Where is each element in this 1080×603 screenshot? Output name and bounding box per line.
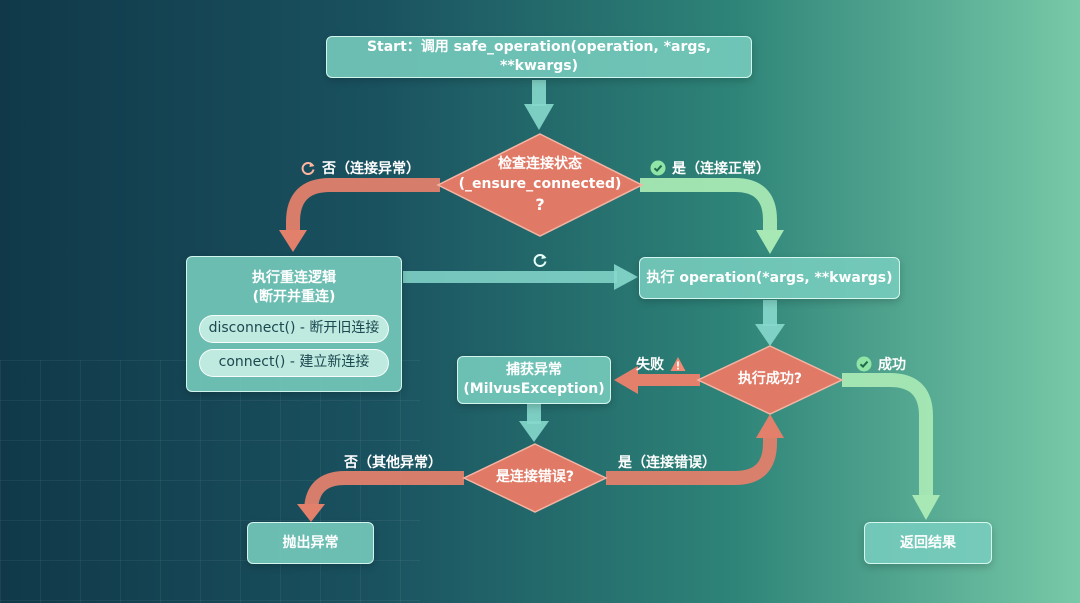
arrow-reconnect-to-execute [403, 264, 638, 290]
reconnect-sub: (断开并重连) [252, 288, 336, 305]
edge-label-success-text: 成功 [878, 357, 906, 373]
success-check-diamond [696, 345, 844, 415]
check-connection-question: ? [535, 195, 545, 215]
check-connection-diamond [436, 133, 644, 237]
arrow-conn-error-loop-back [606, 414, 784, 485]
arrow-other-error-to-throw [297, 471, 464, 522]
return-result-label: 返回结果 [900, 534, 956, 551]
reconnect-step-disconnect: disconnect() - 断开旧连接 [199, 314, 389, 343]
arrow-check-to-reconnect [279, 178, 440, 252]
conn-error-check-text: 是连接错误? [495, 469, 575, 486]
execute-node-label: 执行 operation(*args, **kwargs) [646, 269, 893, 286]
edge-label-success: 成功 [856, 354, 906, 374]
arrow-check-to-execute [640, 178, 784, 254]
return-result-node: 返回结果 [864, 522, 992, 564]
refresh-icon [533, 254, 547, 267]
edge-label-no-connection: 否（连接异常） [300, 158, 420, 178]
catch-exception-sub: (MilvusException) [463, 381, 605, 397]
start-node: Start：调用 safe_operation(operation, *args… [326, 36, 752, 78]
edge-label-fail-text: 失败 [636, 357, 664, 373]
success-check-text: 执行成功? [737, 371, 803, 388]
arrow-success-to-return [842, 373, 940, 520]
success-check-label: 执行成功? [712, 366, 828, 394]
throw-exception-label: 抛出异常 [282, 534, 339, 551]
edge-label-yes-conn-error-text: 是（连接错误） [618, 455, 716, 471]
arrow-start-to-check [524, 80, 554, 130]
check-connection-title: 检查连接状态 [498, 156, 582, 173]
catch-exception-node: 捕获异常 (MilvusException) [457, 356, 611, 404]
throw-exception-node: 抛出异常 [247, 522, 374, 564]
edge-label-no-other-text: 否（其他异常） [344, 455, 442, 471]
edge-label-yes-connection-text: 是（连接正常） [672, 161, 770, 177]
conn-error-check-diamond [462, 443, 608, 513]
check-connection-sub: (_ensure_connected) [458, 175, 622, 192]
check-circle-icon [856, 356, 872, 372]
reconnect-step-connect: connect() - 建立新连接 [199, 348, 389, 377]
check-circle-icon [650, 160, 666, 176]
reconnect-title: 执行重连逻辑 [252, 270, 336, 286]
edge-label-yes-connection: 是（连接正常） [650, 158, 770, 178]
edge-label-no-other: 否（其他异常） [344, 452, 442, 472]
edge-label-yes-conn-error: 是（连接错误） [618, 452, 716, 472]
catch-exception-title: 捕获异常 [506, 362, 562, 379]
warning-icon [670, 357, 686, 371]
conn-error-check-label: 是连接错误? [478, 464, 592, 492]
arrow-catch-to-conn-error-check [519, 404, 549, 442]
arrow-execute-to-success-check [755, 300, 785, 346]
check-connection-label: 检查连接状态 (_ensure_connected) ? [450, 152, 630, 220]
execute-node: 执行 operation(*args, **kwargs) [639, 257, 900, 299]
edge-label-no-connection-text: 否（连接异常） [322, 161, 420, 177]
refresh-icon [301, 162, 315, 175]
start-node-label: Start：调用 safe_operation(operation, *args… [366, 39, 712, 74]
edge-label-fail: 失败 [636, 354, 686, 374]
reconnect-node: 执行重连逻辑 (断开并重连) disconnect() - 断开旧连接 conn… [186, 256, 402, 392]
arrow-fail-to-catch [614, 366, 700, 394]
